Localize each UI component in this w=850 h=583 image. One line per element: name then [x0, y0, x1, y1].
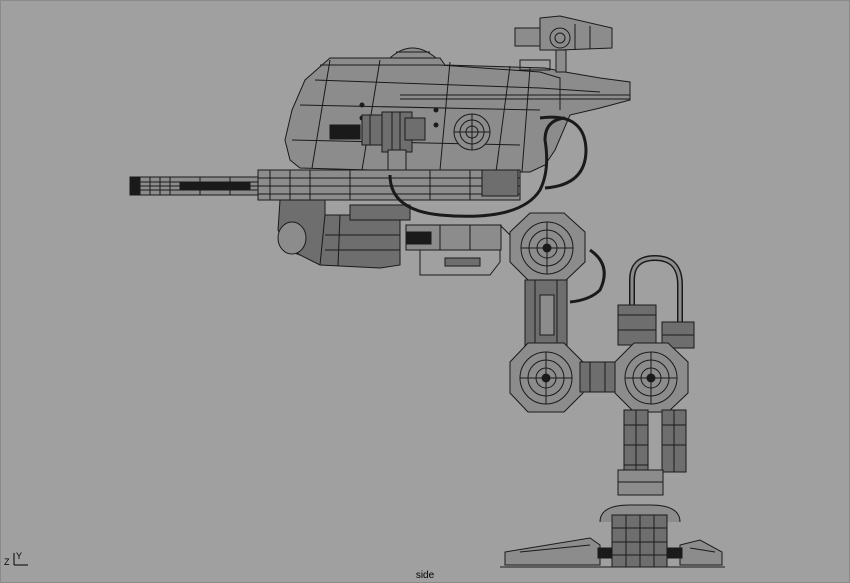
optics-module[interactable] — [329, 111, 426, 171]
hip-block[interactable] — [405, 224, 511, 276]
axis-gizmo: Z Y — [4, 547, 34, 567]
sensor-pod[interactable] — [514, 15, 613, 73]
axis-label-z: Z — [4, 557, 10, 567]
camera-name-label: side — [415, 570, 435, 581]
foot[interactable] — [500, 504, 725, 568]
thigh-strut[interactable] — [524, 279, 568, 351]
body-hull[interactable] — [284, 47, 631, 173]
axis-lines-icon — [13, 553, 28, 566]
knee-link[interactable] — [579, 361, 621, 393]
axis-label-y: Y — [16, 551, 23, 561]
lower-leg-pistons[interactable] — [617, 409, 687, 496]
gun-mount[interactable] — [257, 169, 521, 201]
body-hoses[interactable] — [388, 115, 606, 304]
ankle-joint[interactable] — [614, 342, 689, 413]
gun-barrel[interactable] — [129, 176, 261, 196]
lower-hull[interactable] — [277, 199, 411, 269]
knee-joint[interactable] — [509, 342, 584, 413]
shin-hose[interactable] — [629, 254, 683, 335]
hip-joint[interactable] — [509, 212, 586, 283]
